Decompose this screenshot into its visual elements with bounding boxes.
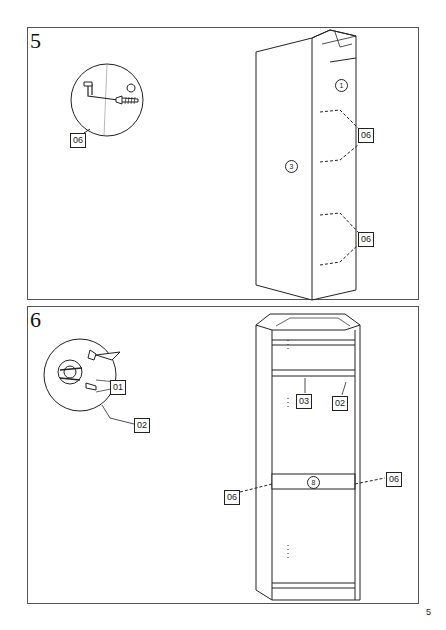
callout-number: 03	[296, 394, 312, 409]
part-number: 1	[335, 79, 348, 92]
zoom-detail	[44, 339, 134, 424]
step-number: 5	[30, 30, 41, 52]
cam-holes	[320, 110, 358, 265]
page-number: 5	[426, 608, 431, 617]
leader-lines	[305, 378, 346, 395]
cabinet-body	[256, 314, 360, 600]
part-number: 3	[285, 160, 298, 173]
callout-number: 06	[358, 232, 374, 247]
callout-number: 06	[358, 128, 374, 143]
hole-marks	[288, 340, 338, 560]
panel-frames	[28, 28, 419, 604]
callout-number: 01	[110, 380, 126, 395]
zoom-detail	[71, 64, 143, 136]
step-number: 6	[30, 309, 41, 331]
part-number: 8	[307, 476, 320, 489]
side-panel	[256, 30, 356, 300]
callout-number: 02	[134, 418, 150, 433]
callout-number: 02	[332, 396, 348, 411]
callout-number: 06	[386, 472, 402, 487]
callout-number: 06	[224, 490, 240, 505]
callout-number: 06	[70, 133, 86, 148]
